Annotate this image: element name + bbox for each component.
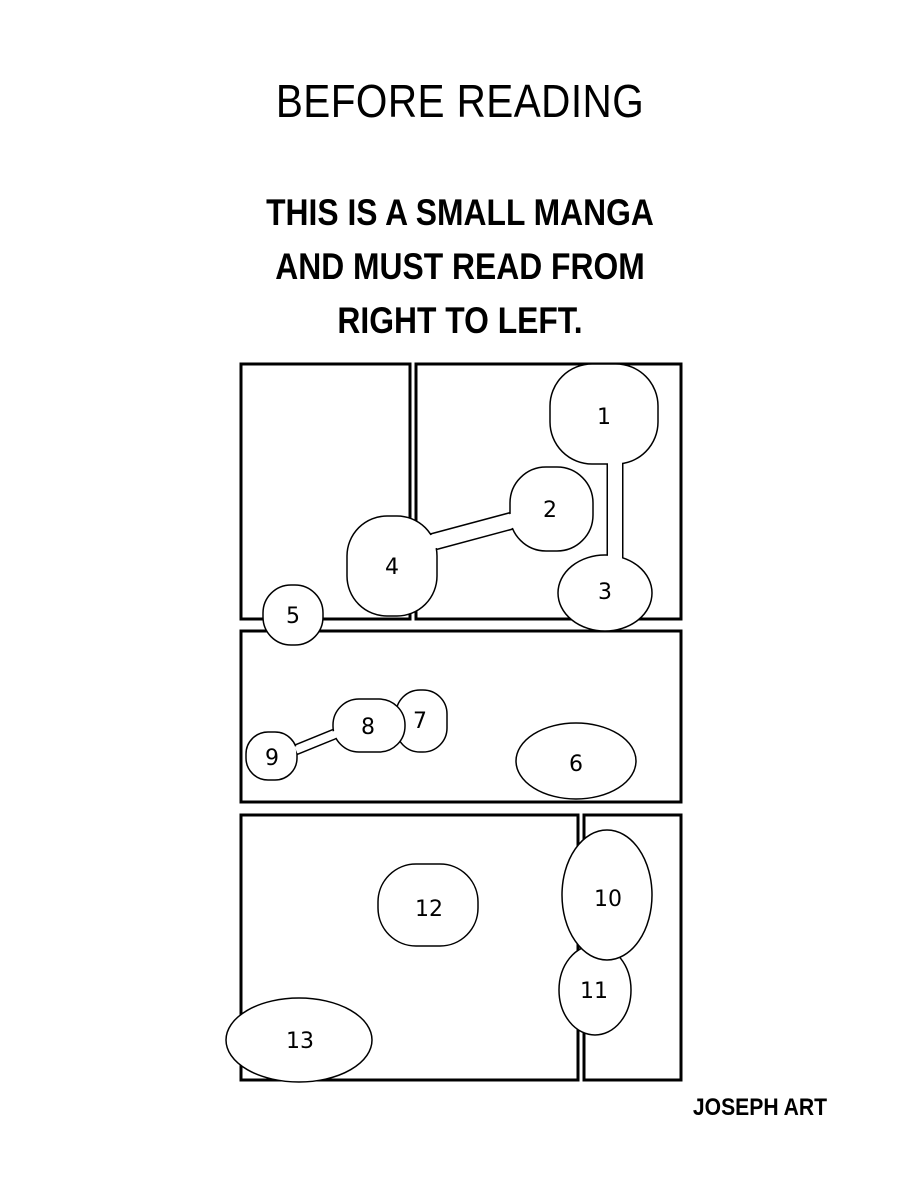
bubble-5: 5 bbox=[262, 584, 324, 646]
bubble-2: 2 bbox=[509, 466, 594, 552]
svg-text:11: 11 bbox=[580, 979, 608, 1004]
svg-text:7: 7 bbox=[413, 709, 427, 734]
svg-text:13: 13 bbox=[286, 1029, 314, 1054]
svg-text:8: 8 bbox=[361, 715, 375, 740]
subtitle-line-3: RIGHT TO LEFT. bbox=[337, 300, 583, 341]
panel-middle bbox=[239, 629, 683, 804]
bubble-12: 12 bbox=[377, 863, 479, 947]
panel-bottom-left bbox=[239, 813, 580, 1082]
bubble-8: 8 bbox=[332, 698, 406, 753]
bubble-1: 1 bbox=[549, 363, 659, 465]
bubble-11: 11 bbox=[558, 944, 632, 1036]
svg-text:10: 10 bbox=[594, 887, 622, 912]
bubble-10: 10 bbox=[561, 829, 653, 961]
svg-text:6: 6 bbox=[569, 752, 583, 777]
bubble-13: 13 bbox=[225, 997, 373, 1083]
svg-text:5: 5 bbox=[286, 604, 300, 629]
svg-text:2: 2 bbox=[543, 498, 557, 523]
bubble-9: 9 bbox=[245, 731, 298, 781]
svg-text:9: 9 bbox=[265, 746, 279, 771]
bubble-3: 3 bbox=[557, 554, 653, 632]
subtitle-line-2: AND MUST READ FROM bbox=[275, 246, 645, 287]
svg-text:4: 4 bbox=[385, 555, 399, 580]
svg-text:3: 3 bbox=[598, 580, 612, 605]
bubble-6: 6 bbox=[515, 722, 637, 800]
bubble-7: 7 bbox=[395, 689, 448, 753]
panel-top-left bbox=[239, 362, 412, 621]
bubble-4: 4 bbox=[346, 515, 438, 617]
subtitle-line-1: THIS IS A SMALL MANGA bbox=[266, 192, 654, 233]
svg-text:12: 12 bbox=[415, 897, 443, 922]
svg-text:1: 1 bbox=[597, 405, 611, 430]
page-title: BEFORE READING bbox=[275, 75, 645, 127]
author-credit: JOSEPH ART bbox=[692, 1094, 828, 1121]
panel-top-right bbox=[414, 362, 683, 621]
